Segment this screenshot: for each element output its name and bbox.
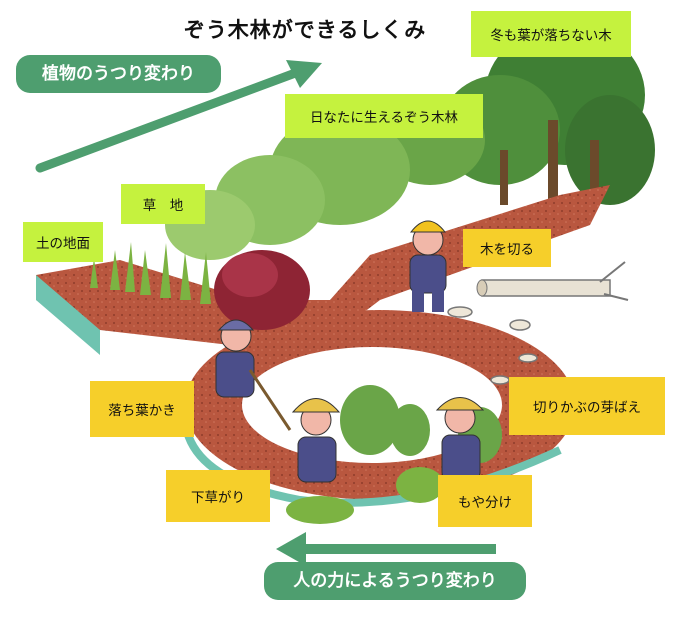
action-leaf-raking: 落ち葉かき bbox=[90, 381, 194, 437]
red-shrub bbox=[214, 250, 310, 330]
action-thinning: もや分け bbox=[438, 475, 532, 527]
worker-raking bbox=[215, 319, 292, 431]
stage-bare-ground: 土の地面 bbox=[23, 222, 103, 262]
action-cut-trees: 木を切る bbox=[463, 229, 551, 267]
action-weeding: 下草がり bbox=[166, 470, 270, 522]
diagram-title: ぞう木林ができるしくみ bbox=[183, 18, 427, 42]
worker-weeding bbox=[291, 398, 341, 483]
human-intervention-arrow bbox=[276, 532, 496, 566]
worker-cutting bbox=[409, 220, 447, 312]
grass-tufts bbox=[90, 242, 211, 304]
felled-log bbox=[476, 261, 629, 301]
stage-sunny-woodland: 日なたに生えるぞう木林 bbox=[285, 94, 483, 138]
action-stump-sprouts: 切りかぶの芽ばえ bbox=[509, 377, 665, 435]
natural-succession-label: 植物のうつり変わり bbox=[16, 55, 221, 93]
stage-evergreen-forest: 冬も葉が落ちない木 bbox=[471, 11, 631, 57]
human-succession-label: 人の力によるうつり変わり bbox=[264, 562, 526, 600]
worker-thinning bbox=[435, 397, 485, 481]
succession-arrow bbox=[35, 60, 322, 173]
stage-grassland: 草 地 bbox=[121, 184, 205, 224]
stumps bbox=[447, 306, 538, 385]
